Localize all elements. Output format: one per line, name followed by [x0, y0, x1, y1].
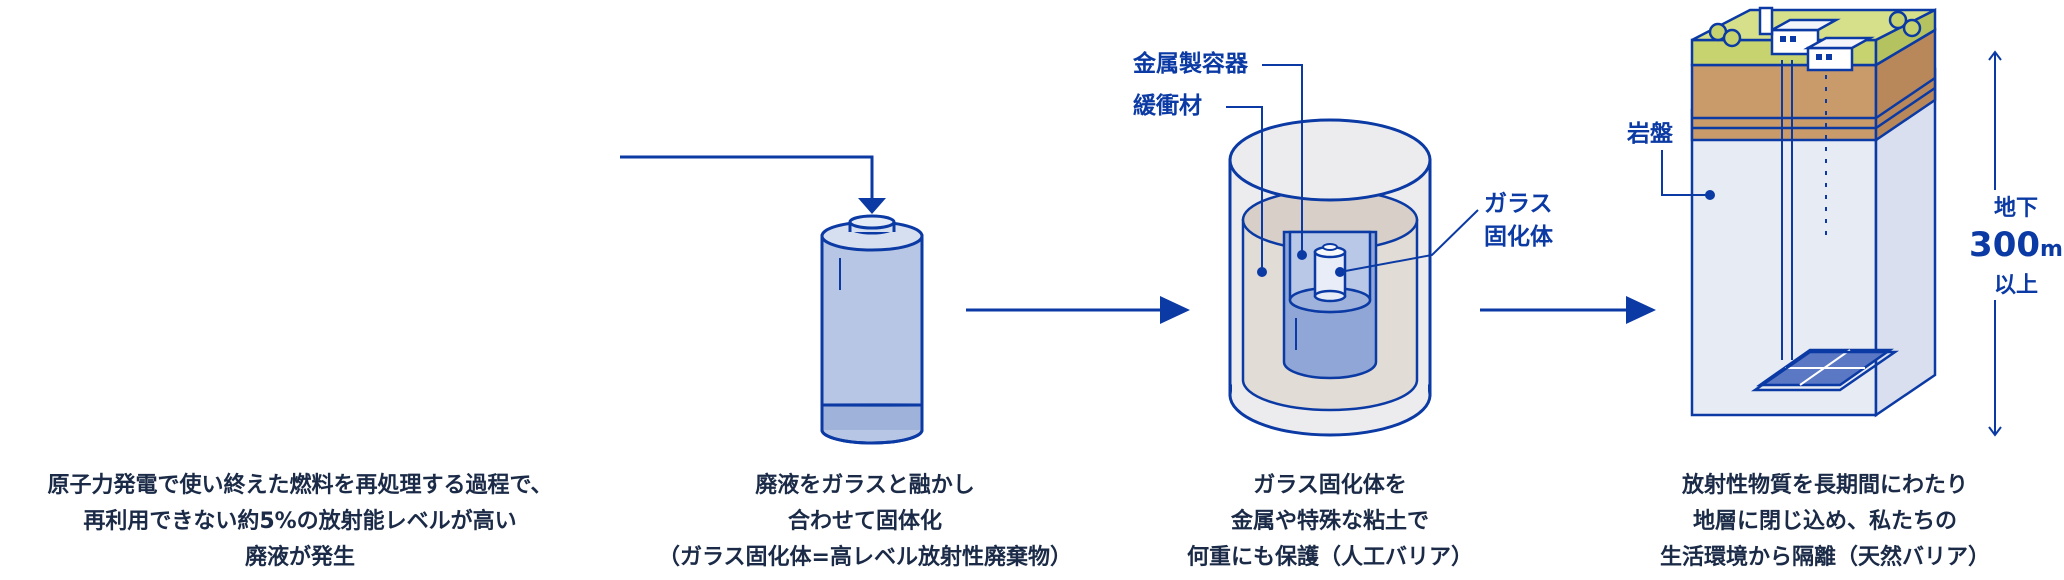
caption-step1-line1: 原子力発電で使い終えた燃料を再処理する過程で、	[47, 473, 553, 498]
caption-step2-line2: 合わせて固体化	[787, 509, 942, 534]
glass-canister-illustration	[820, 214, 924, 445]
depth-number: 300	[1969, 225, 2041, 265]
label-glass-line1: ガラス	[1484, 191, 1553, 217]
caption-step1-line2: 再利用できない約5%の放射能レベルが高い	[83, 509, 517, 534]
caption-step3-line1: ガラス固化体を	[1253, 473, 1407, 498]
caption-step3-line2: 金属や特殊な粘土で	[1230, 509, 1429, 534]
caption-step4-line1: 放射性物質を長期間にわたり	[1681, 473, 1968, 498]
caption-step2: 廃液をガラスと融かし 合わせて固体化 （ガラス固化体=高レベル放射性廃棄物）	[640, 468, 1090, 576]
caption-step4-line2: 地層に閉じ込め、私たちの	[1692, 509, 1957, 534]
caption-step1: 原子力発電で使い終えた燃料を再処理する過程で、 再利用できない約5%の放射能レベ…	[0, 468, 600, 576]
geological-repository-illustration	[1690, 6, 1937, 418]
arrow-to-barrier	[966, 296, 1190, 324]
label-glass-line2: 固化体	[1484, 224, 1553, 250]
depth-annotation: 地下 300m 以上	[1968, 193, 2064, 302]
caption-step4: 放射性物質を長期間にわたり 地層に閉じ込め、私たちの 生活環境から隔離（天然バリ…	[1600, 468, 2050, 576]
arrow-into-canister	[620, 155, 886, 214]
depth-line1: 地下	[1993, 196, 2038, 221]
depth-unit: m	[2040, 237, 2063, 262]
label-buffer: 緩衝材	[1133, 93, 1202, 119]
caption-step3-line3: 何重にも保護（人工バリア）	[1186, 545, 1473, 570]
barrier-leader-lines	[1226, 64, 1479, 277]
label-bedrock: 岩盤	[1627, 121, 1673, 147]
caption-step1-line3: 廃液が発生	[244, 545, 355, 570]
caption-step2-line1: 廃液をガラスと融かし	[755, 473, 975, 498]
depth-arrow	[1988, 50, 2002, 437]
engineered-barrier-illustration	[1228, 118, 1432, 437]
label-metal-container: 金属製容器	[1133, 51, 1248, 77]
bedrock-leader-line	[1661, 150, 1715, 200]
depth-value: 300m	[1968, 225, 2064, 270]
caption-step4-line3: 生活環境から隔離（天然バリア）	[1659, 545, 1990, 570]
caption-step2-line3: （ガラス固化体=高レベル放射性廃棄物）	[658, 545, 1072, 570]
caption-step3: ガラス固化体を 金属や特殊な粘土で 何重にも保護（人工バリア）	[1130, 468, 1530, 576]
arrow-to-repository	[1480, 296, 1656, 324]
depth-line3: 以上	[1993, 273, 2038, 298]
